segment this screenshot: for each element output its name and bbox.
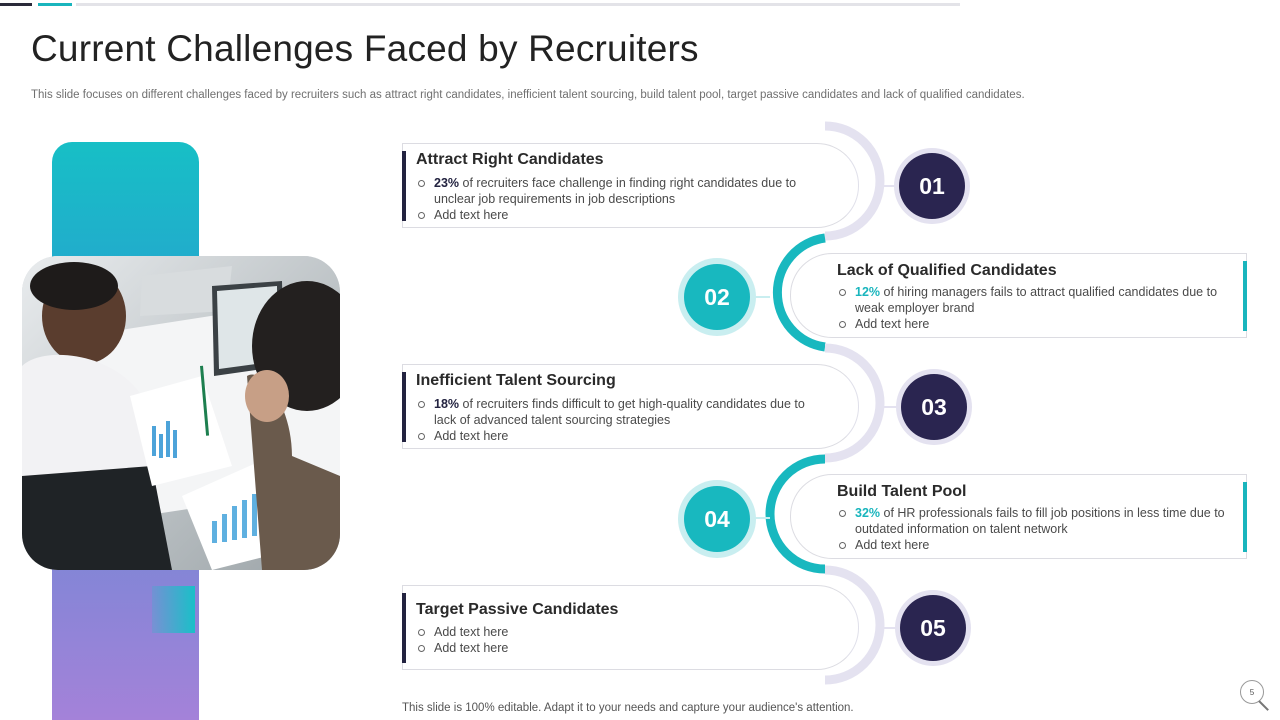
challenge-card-04: Build Talent Pool 32% of HR professional… xyxy=(790,474,1247,559)
people-reviewing-charts-photo xyxy=(22,256,340,570)
page-title: Current Challenges Faced by Recruiters xyxy=(31,28,699,69)
challenge-extra: Add text here xyxy=(837,316,1237,332)
challenge-card-02: Lack of Qualified Candidates 12% of hiri… xyxy=(790,253,1247,338)
challenge-card-05: Target Passive Candidates Add text here … xyxy=(402,585,859,670)
challenge-title: Build Talent Pool xyxy=(837,483,967,500)
number-connector xyxy=(884,627,904,629)
number-connector xyxy=(752,296,770,298)
page-number[interactable]: 5 xyxy=(1240,680,1264,704)
top-accent-teal xyxy=(38,3,72,6)
step-number-01: 01 xyxy=(899,153,965,219)
challenge-title: Attract Right Candidates xyxy=(416,151,604,168)
stat-text: of recruiters finds difficult to get hig… xyxy=(434,397,805,427)
challenge-card-03: Inefficient Talent Sourcing 18% of recru… xyxy=(402,364,859,449)
challenge-stat: 12% of hiring managers fails to attract … xyxy=(837,284,1237,316)
challenge-extra: Add text here xyxy=(837,537,1237,553)
page-subtitle: This slide focuses on different challeng… xyxy=(31,89,1025,101)
challenge-title: Target Passive Candidates xyxy=(416,601,619,618)
stat-percent: 18% xyxy=(434,397,460,411)
zoom-icon[interactable] xyxy=(1258,700,1269,711)
challenge-stat: 32% of HR professionals fails to fill jo… xyxy=(837,505,1237,537)
step-number-04: 04 xyxy=(684,486,750,552)
number-connector xyxy=(884,185,904,187)
top-accent-line xyxy=(76,3,960,6)
challenge-card-01: Attract Right Candidates 23% of recruite… xyxy=(402,143,859,228)
top-accent-dark xyxy=(0,3,32,6)
stat-percent: 23% xyxy=(434,176,460,190)
challenge-extra: Add text here xyxy=(416,428,816,444)
challenge-stat: 18% of recruiters finds difficult to get… xyxy=(416,396,816,428)
stat-text: of HR professionals fails to fill job po… xyxy=(855,506,1225,536)
stat-text: of recruiters face challenge in finding … xyxy=(434,176,797,206)
step-number-03: 03 xyxy=(901,374,967,440)
number-connector xyxy=(884,406,904,408)
stat-text: of hiring managers fails to attract qual… xyxy=(855,285,1218,315)
footer-note: This slide is 100% editable. Adapt it to… xyxy=(402,702,854,714)
challenge-extra: Add text here xyxy=(416,640,816,656)
challenge-line: Add text here xyxy=(416,624,816,640)
stat-percent: 32% xyxy=(855,506,881,520)
teal-decor-square xyxy=(152,586,195,633)
step-number-02: 02 xyxy=(684,264,750,330)
step-number-05: 05 xyxy=(900,595,966,661)
challenge-title: Inefficient Talent Sourcing xyxy=(416,372,616,389)
number-connector xyxy=(752,517,770,519)
stat-percent: 12% xyxy=(855,285,881,299)
challenge-title: Lack of Qualified Candidates xyxy=(837,262,1057,279)
challenge-extra: Add text here xyxy=(416,207,816,223)
challenge-stat: 23% of recruiters face challenge in find… xyxy=(416,175,816,207)
